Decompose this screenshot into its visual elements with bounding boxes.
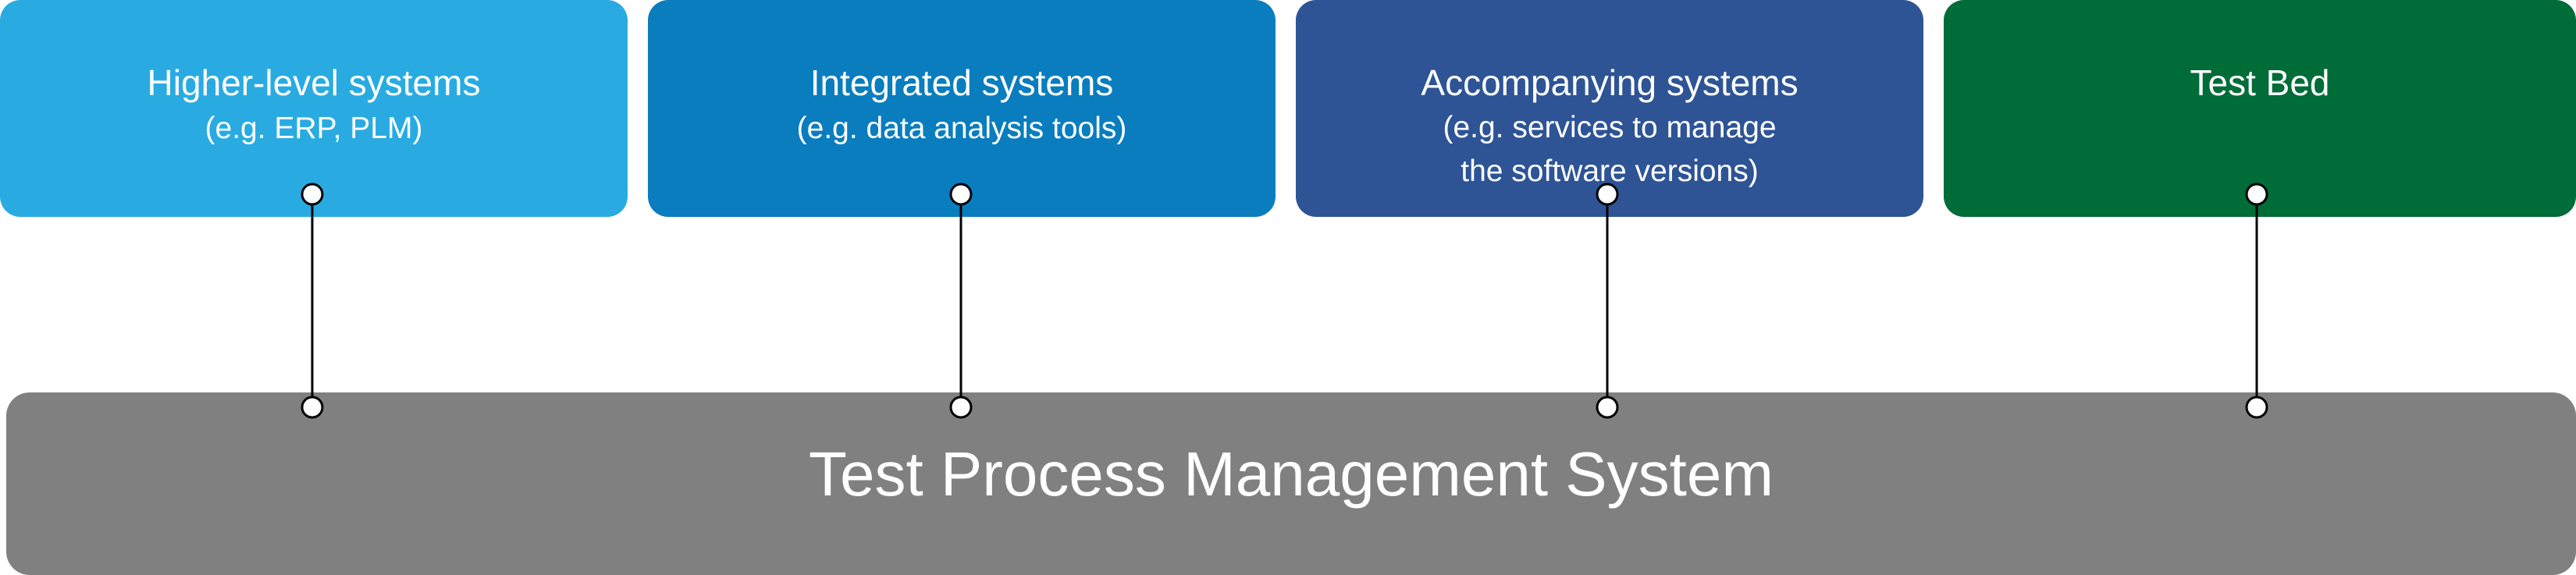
connector-1 [301, 183, 324, 419]
integrated-systems-title: Integrated systems [809, 62, 1114, 103]
accompanying-systems-box: Accompanying systems (e.g. services to m… [1296, 0, 1923, 217]
test-process-management-system-bar: Test Process Management System [6, 392, 2576, 575]
test-bed-title: Test Bed [2190, 62, 2330, 103]
connector-4 [2245, 183, 2268, 419]
accompanying-systems-subtitle-line-2: the software versions) [1461, 154, 1759, 188]
integrated-systems-box: Integrated systems (e.g. data analysis t… [648, 0, 1276, 217]
higher-level-systems-title: Higher-level systems [147, 62, 481, 103]
integrated-systems-subtitle: (e.g. data analysis tools) [796, 112, 1127, 145]
connector-3 [1596, 183, 1619, 419]
accompanying-systems-title: Accompanying systems [1421, 62, 1799, 103]
higher-level-systems-subtitle: (e.g. ERP, PLM) [205, 112, 423, 145]
higher-level-systems-box: Higher-level systems (e.g. ERP, PLM) [0, 0, 628, 217]
connector-2 [949, 183, 973, 419]
test-bed-box: Test Bed [1944, 0, 2576, 217]
accompanying-systems-subtitle-line-1: (e.g. services to manage [1443, 111, 1777, 144]
test-process-management-system-title: Test Process Management System [808, 439, 1774, 509]
